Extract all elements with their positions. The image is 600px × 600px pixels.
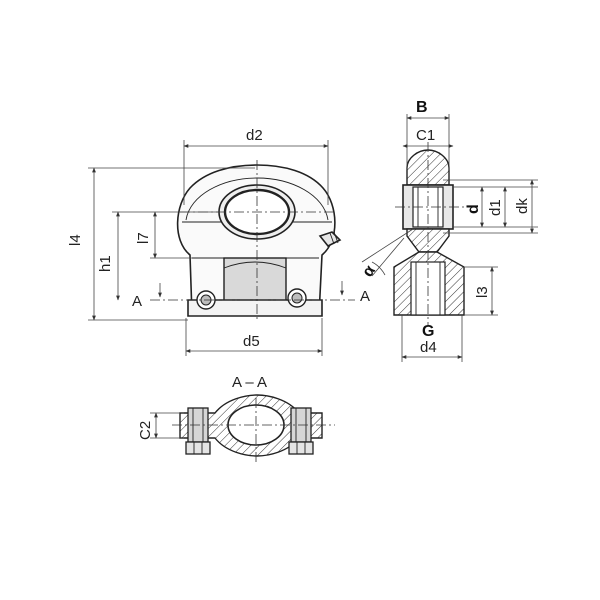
section-bolt-right [288, 407, 314, 455]
label-l3: l3 [474, 286, 491, 298]
label-l4: l4 [67, 234, 84, 246]
label-alpha: α [359, 262, 379, 280]
label-d5: d5 [243, 333, 260, 350]
label-h1: h1 [97, 255, 114, 272]
label-section-a-right: A [360, 288, 370, 305]
front-view: d2 l4 h1 l7 A A d5 [67, 127, 370, 356]
label-d1: d1 [487, 199, 504, 216]
label-d2: d2 [246, 127, 263, 144]
label-b: B [416, 99, 428, 116]
side-view: B C1 d d1 dk α l3 G d4 [359, 99, 538, 362]
grease-nipple-icon [318, 231, 342, 248]
label-dk: dk [514, 198, 531, 214]
label-section-aa: A – A [232, 374, 267, 391]
section-view: A – A C2 [137, 374, 335, 462]
section-bolt-left [185, 407, 211, 455]
label-c1: C1 [416, 127, 435, 144]
label-c2: C2 [137, 421, 154, 440]
label-section-a-left: A [132, 293, 142, 310]
label-g: G [422, 323, 434, 340]
label-l7: l7 [135, 232, 152, 244]
label-d4: d4 [420, 339, 437, 356]
label-d: d [465, 204, 482, 214]
